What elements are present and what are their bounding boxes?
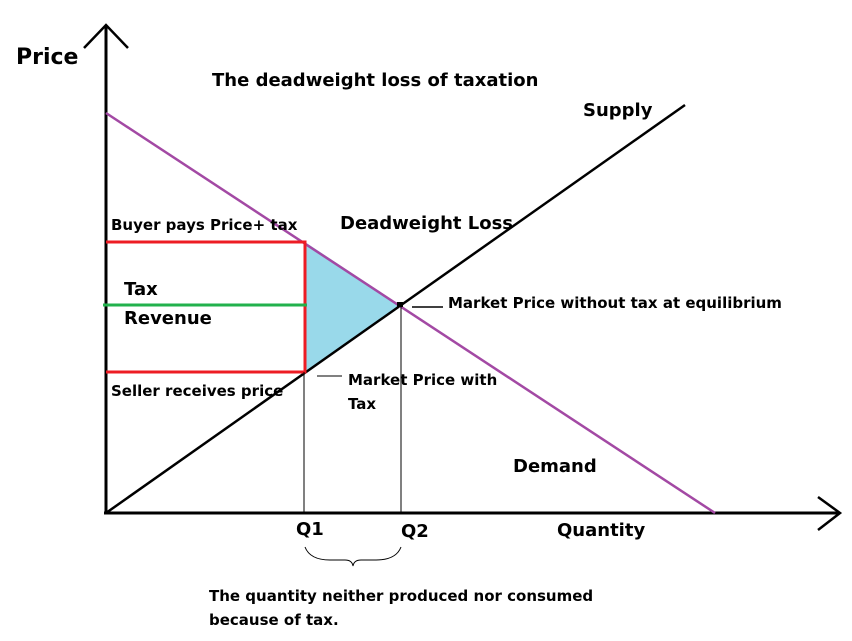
q2-label: Q2 [401, 521, 429, 542]
tax-revenue-label-1: Tax [124, 279, 158, 300]
market-price-tax-label-1: Market Price with [348, 371, 497, 389]
y-axis-label: Price [16, 45, 78, 70]
equilibrium-point [397, 302, 403, 307]
deadweight-loss-area [305, 242, 400, 372]
diagram-title: The deadweight loss of taxation [212, 70, 538, 91]
demand-curve [105, 111, 716, 515]
seller-receives-label: Seller receives price [111, 382, 283, 400]
x-axis-arrow [817, 495, 843, 531]
deadweight-loss-label: Deadweight Loss [340, 213, 513, 234]
supply-curve [105, 103, 686, 515]
demand-label: Demand [513, 456, 597, 477]
buyer-pays-label: Buyer pays Price+ tax [111, 216, 298, 234]
note-line-1: The quantity neither produced nor consum… [209, 587, 593, 605]
supply-label: Supply [583, 100, 653, 121]
tax-revenue-label-2: Revenue [124, 308, 212, 329]
x-axis-label: Quantity [557, 520, 645, 541]
tax-revenue-box [106, 240, 307, 374]
note-line-2: because of tax. [209, 611, 339, 629]
q1-label: Q1 [296, 519, 324, 540]
market-price-tax-label-2: Tax [348, 395, 376, 413]
quantity-brace [304, 546, 402, 567]
y-axis-arrow [83, 23, 129, 49]
equilibrium-label: Market Price without tax at equilibrium [448, 294, 782, 312]
